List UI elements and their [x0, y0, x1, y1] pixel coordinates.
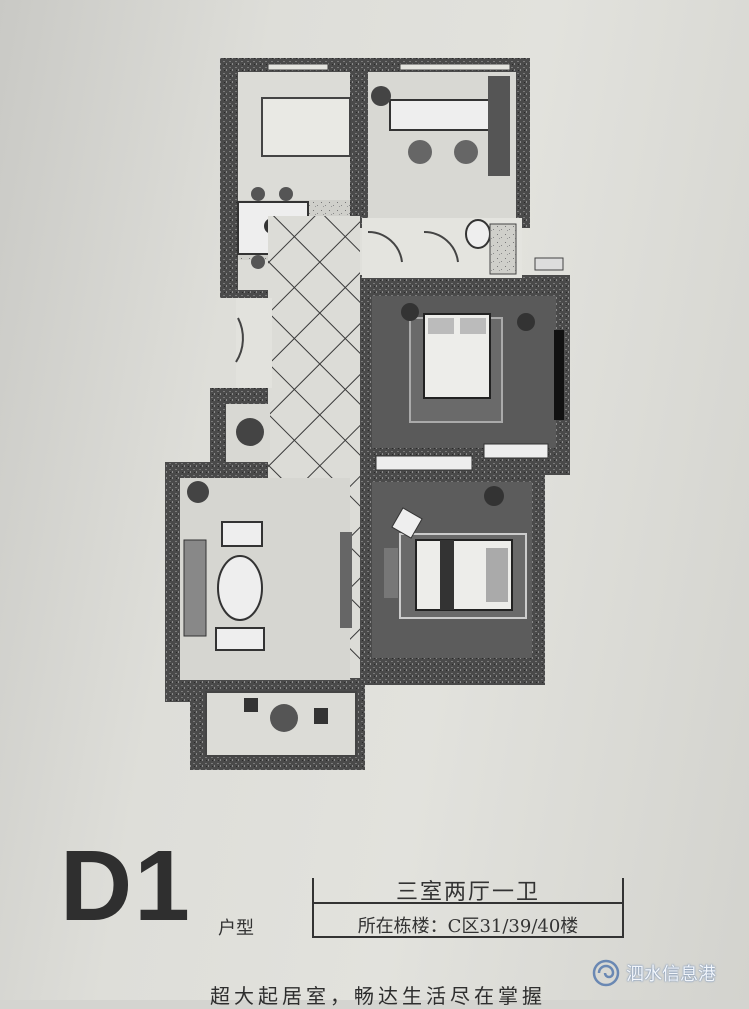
nightstand-lamp-icon [401, 303, 419, 321]
desk-chair [408, 140, 432, 164]
balcony-chair [244, 698, 258, 712]
bed-headboard [486, 548, 508, 602]
armchair [221, 521, 263, 547]
watermark: 泗水信息港 [592, 958, 716, 988]
plant-icon [236, 418, 264, 446]
pillow [460, 318, 486, 334]
watermark-text: 泗水信息港 [626, 964, 716, 985]
layout-title: 三室两厅一卫 [395, 880, 540, 905]
north-window [399, 63, 511, 71]
coffee-table [217, 555, 263, 621]
pillow [428, 318, 454, 334]
building-info: 所在栋楼：C区31/39/40楼 [357, 916, 579, 937]
info-rule-left [312, 878, 314, 936]
dining-chair [251, 187, 265, 201]
tv-cabinet [384, 548, 398, 598]
desk-chair [454, 140, 478, 164]
nightstand-lamp-icon [517, 313, 535, 331]
tv-stand [340, 532, 352, 628]
bathroom-door-swing [367, 230, 403, 263]
unit-type-label: 户型 [218, 918, 254, 939]
info-rule-bottom [312, 936, 624, 938]
dining-chair [279, 187, 293, 201]
kitchen-window [267, 63, 329, 71]
bathroom-door-swing [423, 230, 459, 263]
entrance-door-swing [235, 317, 244, 363]
wardrobe-strip [375, 455, 473, 471]
ac-unit [534, 257, 564, 271]
info-rule-right [622, 878, 624, 936]
plant-icon [484, 486, 504, 506]
wardrobe-strip [483, 443, 549, 459]
bedroom-window [554, 330, 564, 420]
swirl-logo-icon [592, 959, 620, 987]
info-box: 三室两厅一卫 所在栋楼：C区31/39/40楼 [312, 874, 624, 938]
entrance-door-area [236, 298, 272, 388]
plant-icon [371, 86, 391, 106]
info-rule-top [312, 902, 624, 904]
plant-icon [187, 481, 209, 503]
kitchen-counter [261, 97, 351, 157]
bed-runner [440, 540, 454, 610]
armchair [391, 507, 423, 539]
wardrobe [488, 76, 510, 176]
sofa [183, 539, 207, 637]
toilet-icon [465, 219, 491, 249]
slogan: 超大起居室，畅达生活尽在掌握 [210, 984, 546, 1008]
floor-plan [165, 58, 570, 770]
shower-area [489, 223, 517, 275]
unit-code: D1 [60, 830, 192, 942]
balcony-table [270, 704, 298, 732]
dining-chair [251, 255, 265, 269]
balcony-chair [314, 708, 328, 724]
armchair [215, 627, 265, 651]
